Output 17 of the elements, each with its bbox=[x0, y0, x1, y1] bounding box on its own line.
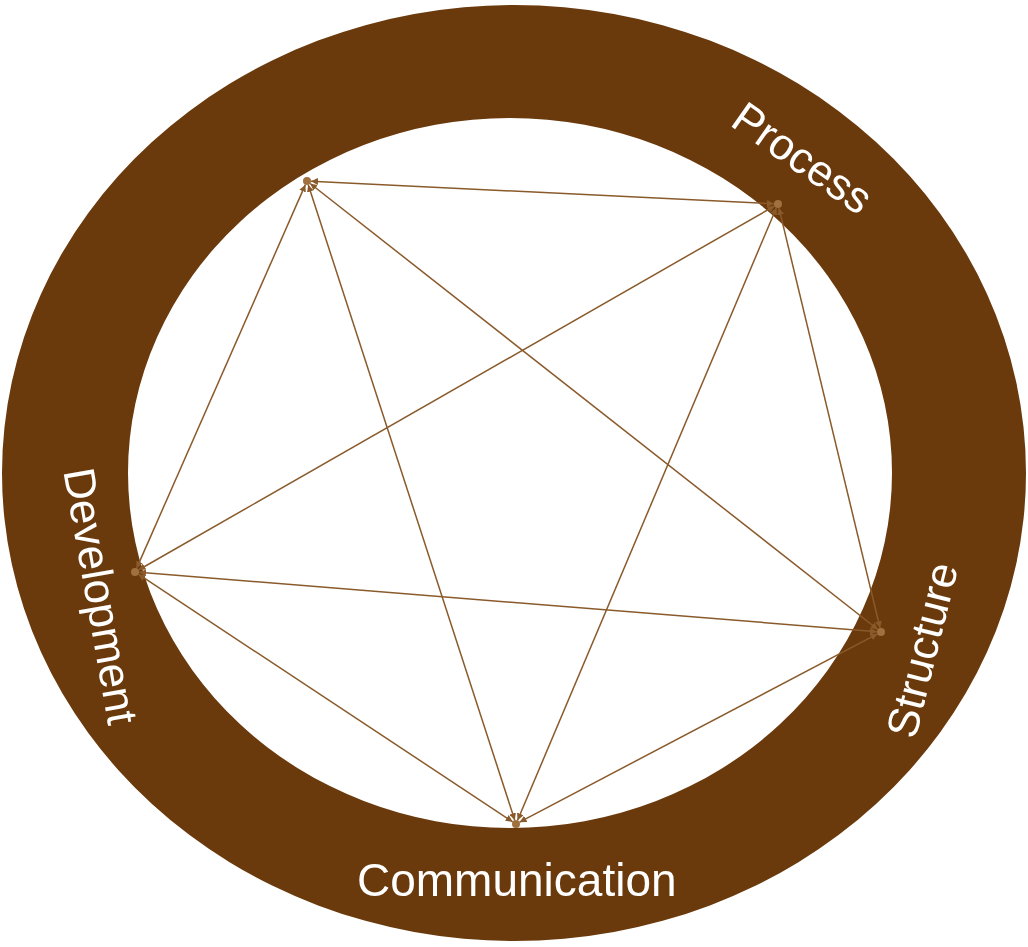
double-arrow bbox=[137, 205, 776, 571]
double-arrow bbox=[518, 633, 879, 823]
double-arrow bbox=[137, 573, 514, 823]
ring-label: Communication bbox=[357, 857, 677, 903]
double-arrow bbox=[777, 207, 882, 629]
ring-label: Structure bbox=[878, 558, 965, 742]
double-arrow bbox=[516, 206, 778, 822]
vertex-dot bbox=[774, 200, 782, 208]
double-arrow bbox=[307, 184, 516, 821]
ring-label: Development bbox=[55, 464, 145, 728]
double-arrow bbox=[310, 178, 775, 207]
vertex-dot bbox=[877, 628, 885, 636]
double-arrow bbox=[135, 183, 307, 570]
vertex-dot bbox=[303, 177, 311, 185]
double-arrow bbox=[138, 569, 878, 635]
double-arrow bbox=[309, 182, 879, 631]
vertex-dot bbox=[512, 820, 520, 828]
